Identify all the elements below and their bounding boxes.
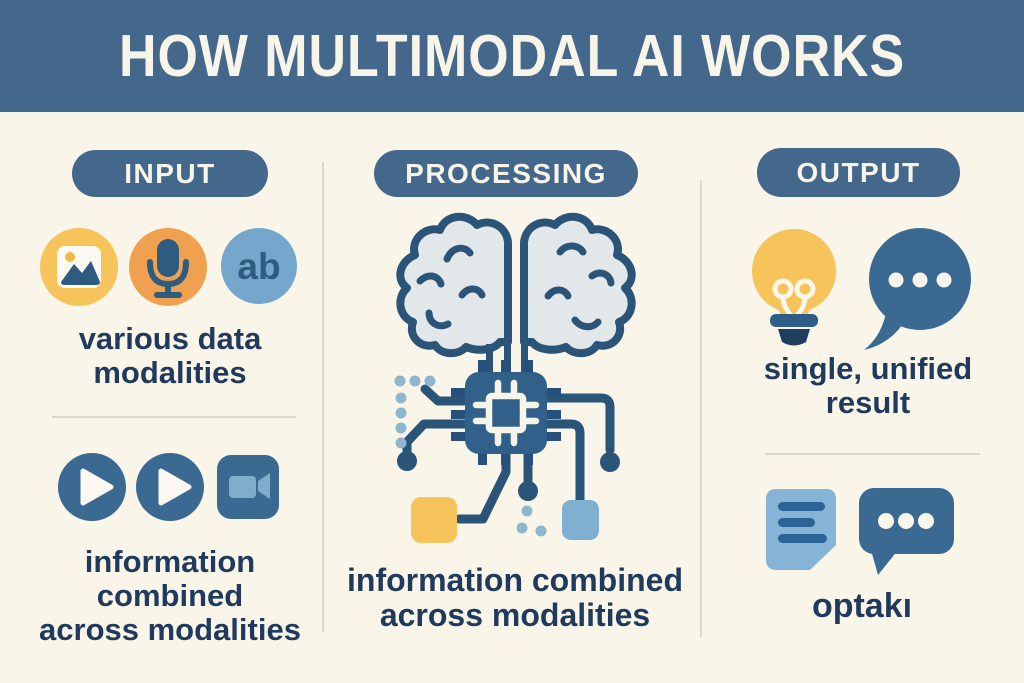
mountain-shape bbox=[61, 261, 100, 285]
chip-pins bbox=[451, 360, 561, 465]
input-caption-bottom: information combined across modalities bbox=[39, 544, 301, 648]
speech-bubble-icon bbox=[864, 228, 971, 350]
processing-pill: PROCESSING bbox=[374, 150, 638, 197]
document-icon bbox=[766, 489, 836, 570]
page-title: HOW MULTIMODAL AI WORKS bbox=[118, 22, 906, 90]
bubble-dots bbox=[888, 272, 952, 288]
brain-folds bbox=[416, 242, 615, 331]
play-icon bbox=[136, 453, 204, 521]
document-lines bbox=[778, 502, 827, 543]
input-icons-top: ab bbox=[40, 228, 297, 306]
output-section-divider bbox=[765, 453, 980, 455]
input-section-divider bbox=[52, 416, 296, 418]
ab-label: ab bbox=[237, 246, 280, 287]
circuit-node-dots bbox=[397, 451, 620, 501]
processing-caption: information combined across modalities bbox=[347, 562, 683, 634]
microphone-icon bbox=[129, 228, 207, 306]
input-pill-label: INPUT bbox=[124, 157, 216, 189]
column-divider-left bbox=[322, 162, 324, 632]
output-caption-bottom: optakı bbox=[811, 587, 913, 625]
text-ab-icon: ab bbox=[221, 228, 297, 304]
processing-pill-label: PROCESSING bbox=[405, 157, 607, 189]
output-caption-top: single, unified result bbox=[763, 351, 973, 421]
processing-graphic bbox=[394, 212, 636, 543]
sun-shape bbox=[65, 252, 75, 262]
output-pill-label: OUTPUT bbox=[796, 156, 921, 188]
chip-icon bbox=[451, 360, 561, 465]
video-camera-icon bbox=[217, 455, 279, 519]
input-pill: INPUT bbox=[72, 150, 268, 197]
lightbulb-icon bbox=[752, 229, 836, 346]
output-pill: OUTPUT bbox=[757, 148, 960, 197]
dotted-trail bbox=[394, 375, 547, 537]
brain-icon bbox=[396, 212, 636, 358]
bubble-dots bbox=[878, 513, 934, 529]
output-icons-top bbox=[752, 228, 971, 350]
image-icon bbox=[40, 228, 118, 306]
input-icons-bottom bbox=[58, 453, 279, 521]
speech-bubble-icon bbox=[859, 488, 954, 575]
header-band: HOW MULTIMODAL AI WORKS bbox=[0, 0, 1024, 112]
output-icons-bottom bbox=[766, 488, 954, 575]
column-divider-right bbox=[700, 180, 702, 637]
input-caption-top: various data modalities bbox=[78, 321, 262, 391]
yellow-node-square bbox=[411, 497, 457, 543]
blue-node-square bbox=[562, 500, 599, 540]
play-icon bbox=[58, 453, 126, 521]
chip-glyph bbox=[472, 379, 540, 447]
